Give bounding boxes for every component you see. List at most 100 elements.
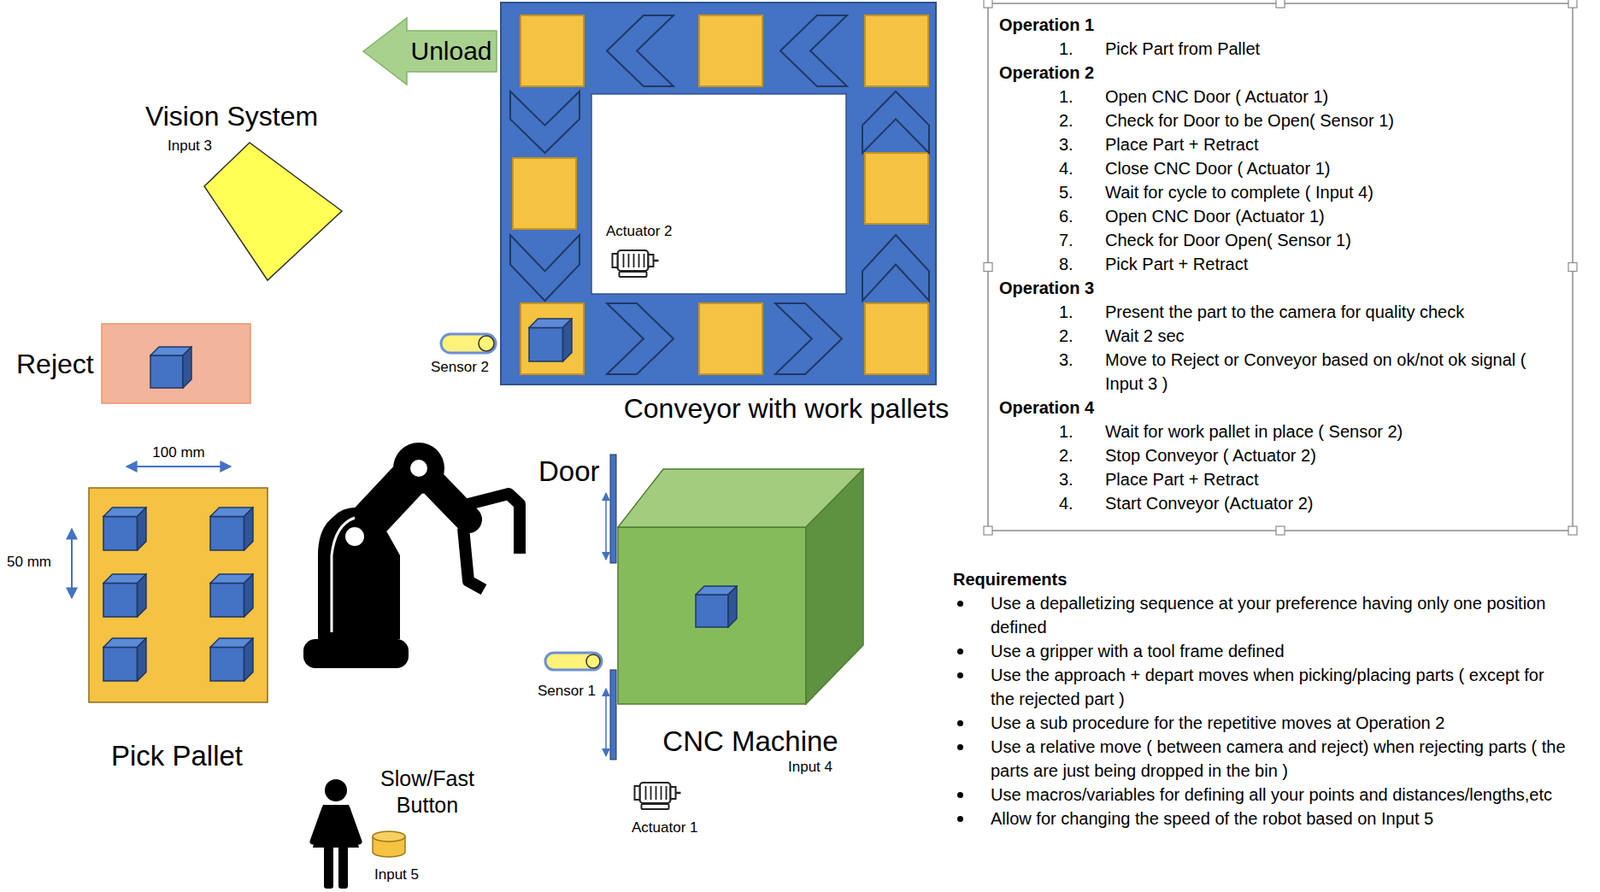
step-number: 1. (1058, 300, 1074, 324)
door-label: Door (538, 454, 600, 489)
step-number: 4. (1058, 491, 1074, 516)
step-row: 4. Close CNC Door ( Actuator 1) (999, 156, 1568, 181)
operator-figure (312, 779, 359, 889)
unload-arrow: Unload (362, 17, 498, 86)
requirement-text: Use a depalletizing sequence at your pre… (990, 594, 1546, 637)
step-number: 8. (1058, 252, 1074, 277)
pick-pallet-shape (88, 488, 269, 774)
operation-heading-row: Operation 4 (999, 395, 1568, 420)
step-number: 2. (1058, 108, 1074, 133)
actuator-label: Actuator 1 (631, 819, 699, 837)
bullet-dot (957, 744, 964, 751)
bullet-dot (957, 600, 964, 607)
requirement-text: Use a sub procedure for the repetitive m… (990, 713, 1445, 733)
operation-heading-row: Operation 2 (999, 60, 1568, 85)
actuator-label: Actuator 2 (605, 223, 673, 241)
step-number: 1. (1058, 419, 1074, 444)
bullet-dot (957, 792, 964, 799)
step-text: Close CNC Door ( Actuator 1) (1105, 156, 1567, 181)
step-number: 3. (1058, 347, 1074, 372)
operation-heading: Operation 2 (999, 63, 1095, 83)
bullet-dot (957, 720, 964, 727)
bullet-row: Use the approach + depart moves when pic… (952, 663, 1572, 712)
requirements-heading: Requirements (952, 567, 1577, 592)
shape-label: Reject (16, 347, 95, 381)
step-text: Pick Part from Pallet (1105, 36, 1567, 61)
step-number: 5. (1058, 180, 1074, 205)
step-row: 8. Pick Part + Retract (999, 252, 1568, 277)
shape-label: Sensor 1 (537, 682, 596, 700)
step-row: 1. Present the part to the camera for qua… (999, 300, 1568, 324)
pick-pallet: Pick Pallet (88, 488, 269, 774)
step-row: 1. Open CNC Door ( Actuator 1) (999, 84, 1568, 109)
step-row: 3. Place Part + Retract (999, 467, 1568, 492)
step-row: 3.Place Part + Retract (999, 132, 1568, 157)
step-text: Pick Part + Retract (1105, 252, 1567, 277)
step-number: 3. (1058, 467, 1074, 492)
vision-system: Vision SystemInput 3 (147, 95, 343, 283)
shape-label: Unload (410, 35, 492, 67)
sensor: Sensor 2 (427, 332, 500, 377)
operation-heading: Operation 3 (999, 278, 1095, 298)
operation-heading-row: Operation 3 (999, 276, 1568, 300)
bullet-dot (957, 816, 964, 823)
step-number: 2. (1058, 323, 1074, 348)
step-text: Open CNC Door (Actuator 1) (1105, 204, 1567, 229)
step-number: 3. (1058, 132, 1074, 157)
text-column: Operation 11.Pick Part from PalletOperat… (999, 12, 1568, 516)
step-row: 2. Stop Conveyor ( Actuator 2) (999, 443, 1568, 468)
reject-bin: Reject (12, 323, 253, 405)
step-row: 5. Wait for cycle to complete ( Input 4) (999, 180, 1568, 205)
bullet-row: Use macros/variables for defining all yo… (952, 782, 1572, 807)
step-row: 4. Start Conveyor (Actuator 2) (999, 491, 1568, 516)
sensor: Sensor 1 (535, 651, 606, 703)
step-number: 2. (1058, 443, 1074, 468)
requirement-text: Allow for changing the speed of the robo… (990, 809, 1434, 829)
step-number: 1. (1058, 36, 1074, 61)
step-row: 1. Pick Part from Pallet (999, 36, 1568, 61)
cnc-machine: CNC MachineInput 4 (617, 469, 866, 774)
operation-heading: Operation 4 (999, 398, 1095, 418)
step-number: 4. (1058, 156, 1074, 181)
requirement-text: Use a gripper with a tool frame defined (990, 641, 1285, 661)
signal-label: Input 3 (167, 137, 212, 155)
step-text: Place Part + Retract (1105, 467, 1567, 492)
step-text: Open CNC Door ( Actuator 1) (1105, 84, 1567, 109)
shape-label: CNC Machine (662, 724, 838, 759)
step-number: 1. (1058, 84, 1074, 109)
step-number: 7. (1058, 228, 1074, 253)
conveyor: Conveyor with work pallets (500, 1, 937, 386)
bullet-row: Use a sub procedure for the repetitive m… (952, 711, 1572, 736)
step-text: Check for Door to be Open( Sensor 1) (1105, 108, 1567, 133)
step-row: 2.Wait 2 sec (999, 323, 1568, 348)
operation-list: Operation 11.Pick Part from PalletOperat… (988, 3, 1573, 531)
requirement-text: Use the approach + depart moves when pic… (990, 665, 1545, 709)
step-row: 6.Open CNC Door (Actuator 1) (999, 204, 1568, 229)
step-row: 7. Check for Door Open( Sensor 1) (999, 228, 1568, 253)
requirement-text: Use macros/variables for defining all yo… (990, 785, 1553, 805)
shape-label: Vision System (145, 100, 318, 133)
requirements-list: RequirementsUse a depalletizing sequence… (952, 567, 1577, 831)
step-text: Wait for cycle to complete ( Input 4) (1105, 180, 1567, 205)
motor-symbol (635, 782, 682, 810)
signal-label: Input 5 (374, 866, 419, 884)
step-text: Stop Conveyor ( Actuator 2) (1105, 443, 1567, 468)
step-row: 2. Check for Door to be Open( Sensor 1) (999, 108, 1568, 133)
step-row: 3.Move to Reject or Conveyor based on ok… (999, 347, 1568, 396)
dimension-label: 50 mm (6, 553, 52, 571)
robot-arm (303, 442, 520, 669)
signal-label: Input 4 (788, 758, 833, 777)
shape-label: Pick Pallet (111, 739, 243, 774)
bullet-dot (957, 672, 964, 679)
bullet-row: Use a gripper with a tool frame defined (952, 639, 1572, 664)
step-text: Present the part to the camera for quali… (1105, 300, 1567, 324)
operation-heading-row: Operation 1 (999, 12, 1568, 37)
bullet-dot (957, 648, 964, 655)
step-row: 1.Wait for work pallet in place ( Sensor… (999, 419, 1568, 444)
shape-label: Conveyor with work pallets (623, 392, 950, 425)
step-text: Start Conveyor (Actuator 2) (1105, 491, 1567, 516)
step-text: Check for Door Open( Sensor 1) (1105, 228, 1567, 253)
speed-button: Slow/Fast ButtonInput 5 (367, 763, 483, 885)
operation-heading: Operation 1 (999, 15, 1095, 35)
